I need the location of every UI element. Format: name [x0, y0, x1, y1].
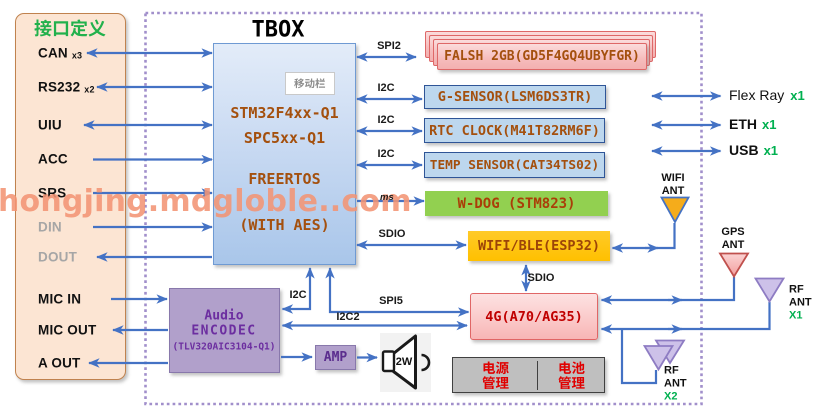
bus-sdio-modem-label: SDIO — [527, 272, 555, 284]
bus-i2c-rtc-label: I2C — [377, 114, 395, 126]
watermark: hongjing.mdgloble..com — [0, 184, 412, 219]
panel-item-rs232: RS232 x2 — [38, 79, 95, 95]
wifible-box: WIFI/BLE(ESP32) — [468, 231, 610, 261]
bus-i2c2-label: I2C2 — [336, 311, 360, 323]
power-box — [452, 357, 605, 393]
tbox-title: TBOX — [251, 17, 305, 43]
interface-panel-title — [34, 19, 106, 37]
rf2-antenna-front-icon — [642, 345, 675, 372]
battery-mgmt-line2 — [557, 375, 585, 390]
panel-item-din: DIN — [38, 219, 62, 235]
antenna-shapes — [642, 196, 786, 372]
interface-panel — [15, 13, 126, 380]
gps-antenna-icon — [718, 252, 750, 279]
panel-item-acc: ACC — [38, 151, 68, 167]
mcu-chip1: STM32F4xx-Q1 — [230, 104, 339, 122]
bus-i2c-audio-label: I2C — [289, 289, 307, 301]
wdog-box: W-DOG (STM823) — [425, 191, 608, 216]
panel-item-mic-in: MIC IN — [38, 291, 82, 307]
overlay-chip[interactable] — [285, 72, 335, 95]
connectors — [83, 48, 771, 385]
bus-i2c-temp-label: I2C — [377, 148, 395, 160]
audio-codec-box — [169, 288, 280, 373]
rtc-box: RTC CLOCK(M41T82RM6F) — [424, 118, 605, 143]
flash-box: FALSH 2GB(GD5F4GQ4UBYFGR) — [437, 43, 647, 70]
panel-item-srs: SRS — [38, 185, 67, 201]
rf1-ant-link — [600, 302, 771, 334]
panel-item-mic-out: MIC OUT — [38, 322, 97, 338]
panel-item-dout: DOUT — [38, 249, 78, 265]
overlay-chip-label — [294, 78, 326, 89]
rf1-antenna-icon — [753, 277, 786, 304]
bus-sdio-wifi-label: SDIO — [378, 228, 406, 240]
rf2-ant-link — [620, 330, 658, 385]
speaker-watt-label: 2W — [395, 356, 413, 368]
spi5-link — [325, 267, 470, 317]
i2c-audio-link — [281, 267, 315, 314]
bus-spi5-label: SPI5 — [379, 295, 403, 307]
panel-item-uiu: UIU — [38, 117, 62, 133]
gsensor-box: G-SENSOR(LSM6DS3TR) — [424, 85, 606, 109]
battery-mgmt-line1 — [558, 361, 585, 375]
power-mgmt-line2 — [481, 375, 509, 390]
audio-codec-line2: ENCODEC — [191, 323, 257, 339]
bus-i2c-gsensor-label: I2C — [377, 82, 395, 94]
wifi-ant-link — [611, 223, 676, 253]
panel-item-can: CAN x3 — [38, 45, 83, 61]
mcu-chip2: SPC5xx-Q1 — [243, 129, 326, 147]
power-mgmt-line1 — [482, 361, 509, 375]
audio-codec-line1: Audio — [204, 308, 244, 324]
power-mgmt-cell — [453, 360, 538, 390]
gps-ant-link — [600, 277, 736, 305]
bus-spi2-label: SPI2 — [377, 40, 401, 52]
tbox-dashed-border — [144, 11, 703, 406]
panel-item-a-out: A OUT — [38, 355, 81, 371]
amp-box: AMP — [315, 345, 356, 370]
audio-codec-line3: (TLV320AIC3104-Q1) — [172, 341, 276, 353]
wdog-note: ms — [380, 192, 394, 203]
modem-box: 4G(A70/AG35) — [470, 293, 598, 340]
temp-box: TEMP SENSOR(CAT34TS02) — [424, 152, 605, 178]
flash-label: FALSH 2GB(GD5F4GQ4UBYFGR) — [444, 49, 640, 64]
wifi-antenna-icon — [659, 196, 691, 224]
battery-mgmt-cell — [538, 361, 604, 390]
mcu-os: FREERTOS — [248, 170, 321, 188]
mcu-aes: (WITH AES) — [239, 216, 330, 234]
speaker-icon — [381, 334, 431, 390]
